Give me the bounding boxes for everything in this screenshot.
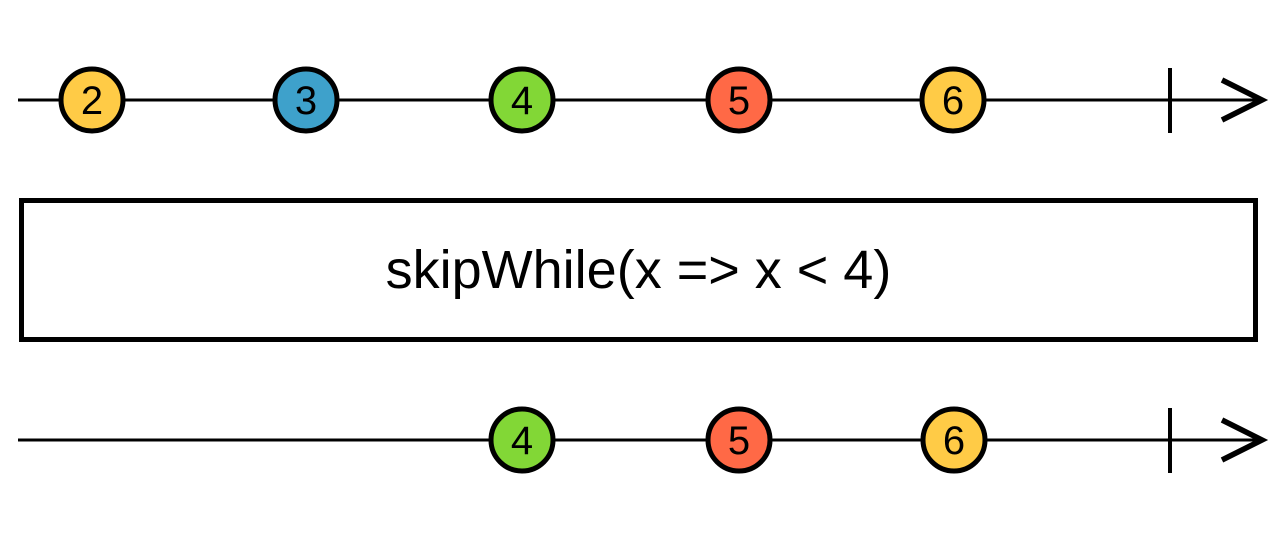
output-stream-marble-5 xyxy=(705,406,773,474)
input-stream-marble-6[interactable] xyxy=(919,66,987,134)
operator-label: skipWhile(x => x < 4) xyxy=(385,240,892,300)
output-stream-marble-4 xyxy=(488,406,556,474)
output-stream-arrowhead-icon xyxy=(1220,417,1269,463)
input-stream-marble-3[interactable] xyxy=(272,66,340,134)
operator-box: skipWhile(x => x < 4) xyxy=(19,198,1258,342)
input-stream-marble-5[interactable] xyxy=(705,66,773,134)
output-stream-marble-6 xyxy=(920,406,988,474)
input-stream-marble-4[interactable] xyxy=(488,66,556,134)
input-stream-arrowhead-icon xyxy=(1220,77,1269,123)
input-stream-marble-2[interactable] xyxy=(58,66,126,134)
